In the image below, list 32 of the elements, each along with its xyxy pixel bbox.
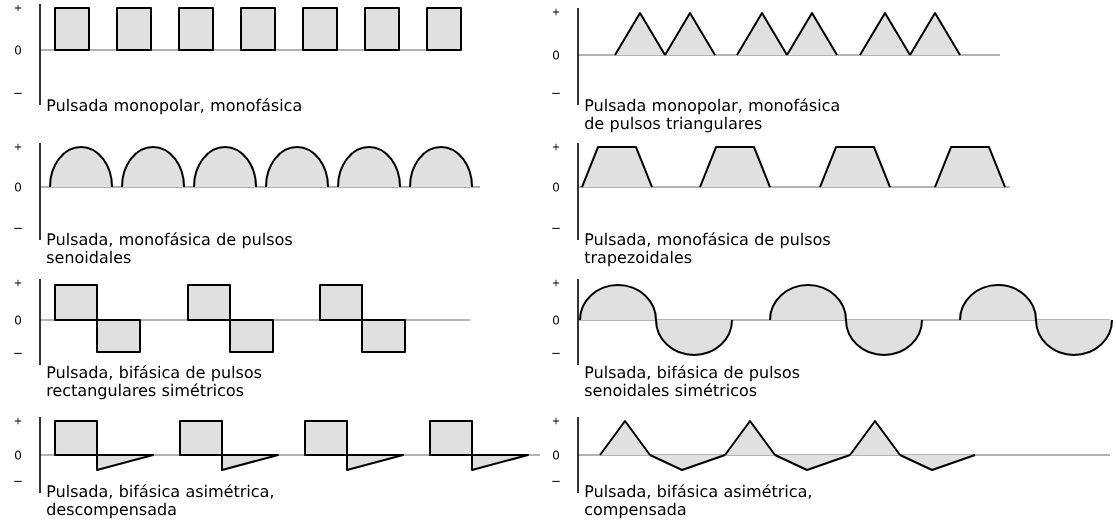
plus-sign: + — [552, 8, 560, 16]
plus-sign: + — [14, 143, 22, 151]
plus-sign: + — [14, 417, 22, 425]
plus-sign: + — [552, 417, 560, 425]
axis-label: 0 — [14, 315, 21, 325]
caption: Pulsada, monofásica de pulsos senoidales — [47, 232, 292, 264]
caption: Pulsada, bifásica asimétrica, compensada — [585, 484, 811, 519]
minus-sign: − — [14, 92, 22, 94]
plus-sign: + — [14, 4, 22, 12]
minus-sign: − — [552, 92, 560, 94]
minus-sign: − — [14, 480, 22, 482]
axis-label: 0 — [552, 450, 560, 460]
minus-sign: − — [14, 227, 22, 229]
axis-label: 0 — [552, 315, 560, 325]
axis-label: 0 — [552, 182, 560, 192]
plus-sign: + — [552, 279, 560, 287]
plus-sign: + — [14, 279, 22, 287]
caption: Pulsada monopolar, monofásica de pulsos triangulares — [585, 98, 839, 133]
axis-label: 0 — [14, 45, 21, 55]
caption: Pulsada, bifásica de pulsos senoidales simétricos — [585, 365, 800, 397]
minus-sign: − — [14, 352, 22, 354]
axis-label: 0 — [14, 182, 21, 192]
minus-sign: − — [552, 480, 560, 482]
minus-sign: − — [552, 352, 560, 354]
caption: Pulsada, monofásica de pulsos trapezoidales — [584, 232, 830, 267]
caption: Pulsada, bifásica de pulsos rectangulares simétricos — [47, 365, 262, 400]
plus-sign: + — [552, 143, 560, 151]
axis-label: 0 — [552, 50, 560, 60]
axis-label: 0 — [14, 450, 21, 460]
minus-sign: − — [552, 227, 560, 229]
caption: Pulsada, bifásica asimétrica, descompensada — [47, 484, 273, 519]
caption: Pulsada monopolar, monofásica — [47, 98, 301, 115]
